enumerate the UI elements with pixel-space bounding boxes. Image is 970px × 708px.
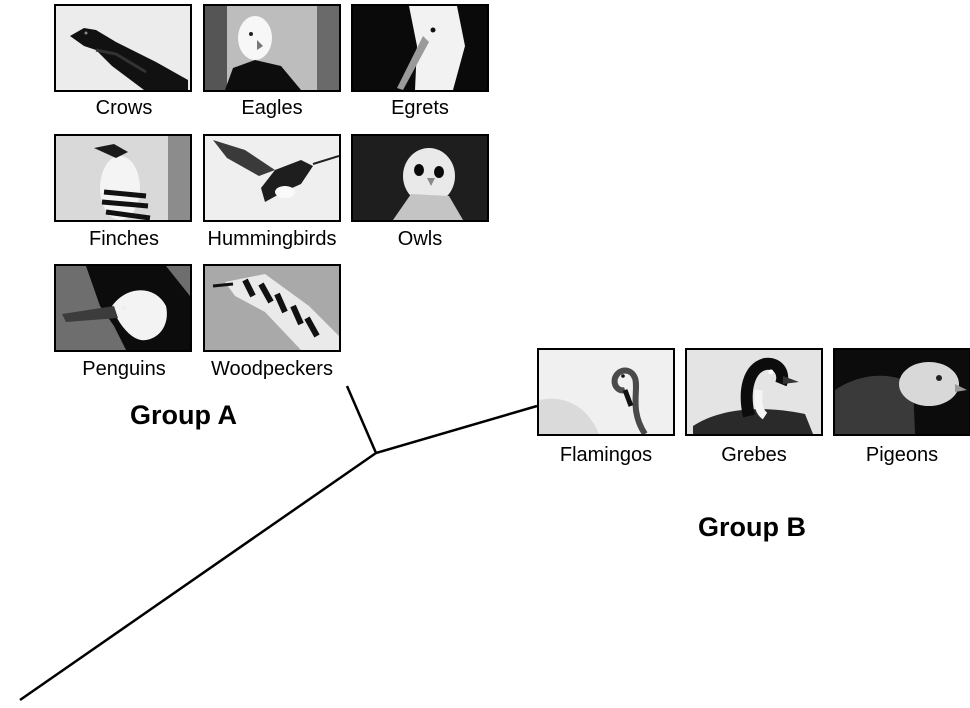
bird-label: Egrets [391, 97, 449, 119]
finch-photo-icon [54, 134, 192, 222]
grebe-photo-icon [685, 348, 823, 436]
woodpecker-photo-icon [203, 264, 341, 352]
bird-label: Crows [95, 97, 153, 119]
bird-label: Hummingbirds [207, 228, 337, 250]
branch-to-group-b [375, 404, 538, 455]
group-b-label: Group B [698, 512, 806, 542]
bird-label: Grebes [721, 444, 787, 466]
bird-label: Penguins [82, 358, 166, 380]
penguin-photo-icon [54, 264, 192, 352]
bird-label: Flamingos [559, 444, 653, 466]
bird-label: Eagles [241, 97, 303, 119]
root-branch [19, 451, 377, 702]
hummingbird-photo-icon [203, 134, 341, 222]
bird-label: Finches [88, 228, 160, 250]
group-a-label: Group A [130, 400, 237, 430]
bird-label: Woodpeckers [211, 358, 333, 380]
bird-label: Owls [397, 228, 443, 250]
eagle-photo-icon [203, 4, 341, 92]
egret-photo-icon [351, 4, 489, 92]
crow-photo-icon [54, 4, 192, 92]
branch-to-group-a [345, 385, 378, 454]
owl-photo-icon [351, 134, 489, 222]
pigeon-photo-icon [833, 348, 970, 436]
flamingo-photo-icon [537, 348, 675, 436]
bird-label: Pigeons [865, 444, 939, 466]
